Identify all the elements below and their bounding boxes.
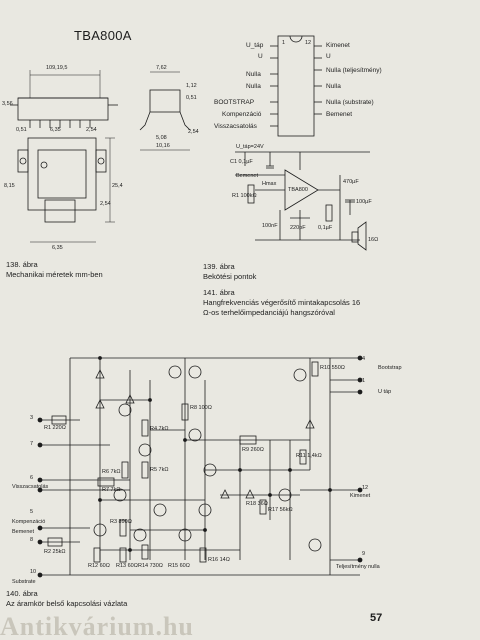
resistor-label: R3 890Ω [110,519,132,525]
resistor-label: R4 7kΩ [150,426,169,432]
circuit-label: C1 0,1µF [230,159,253,165]
pin-label-right: Nulla [326,83,341,90]
dim-label: 25,4 [112,183,123,189]
caption-text: Az áramkör belső kapcsolási vázlata [6,599,128,608]
pin-label-right: U [326,53,331,60]
pin-number: 1 [282,40,286,46]
pin-number: 3 [30,415,34,421]
caption-title: 140. ábra [6,589,38,598]
circuit-label: 470µF [343,179,359,185]
pin-label-left: Visszacsatolás [214,123,257,130]
resistor-label: R1 220Ω [44,425,66,431]
chip-title: TBA800A [74,28,132,43]
pin-number: 7 [30,441,34,447]
dim-label: 0,51 [16,127,27,133]
pin-number: 12 [362,485,369,491]
circuit-label: 0,1µF [318,225,333,231]
schematic-label: Teljesítmény nulla [336,564,380,570]
pin-label-left: Nulla [246,83,261,90]
dim-label: 2,54 [100,201,111,207]
dim-label: 6,35 [50,127,61,133]
circuit-label: 100µF [356,199,372,205]
dim-label: 8,15 [4,183,15,189]
circuit-label: 100nF [262,223,278,229]
caption-text: Ω-os terhelőimpedanciájú hangszóróval [203,308,335,317]
resistor-label: R18 36Ω [246,501,268,507]
pin-number: 12 [305,40,312,46]
resistor-label: R12 60Ω [88,563,110,569]
pin-number: 8 [30,537,34,543]
pin-label-left: BOOTSTRAP [214,99,255,106]
pin-label-left: U [258,53,263,60]
dim-label: 0,51 [186,95,197,101]
resistor-label: R7 7kΩ [102,487,121,493]
resistor-label: R14 730Ω [138,563,163,569]
dim-label: 1,12 [186,83,197,89]
schematic-label: Kimenet [350,493,371,499]
resistor-label: R8 100Ω [190,405,212,411]
resistor-label: R5 7kΩ [150,467,169,473]
resistor-label: R11 1,4kΩ [296,453,322,459]
page-number: 57 [370,612,383,624]
resistor-label: R9 260Ω [242,447,264,453]
pin-label-left: U_táp [246,42,264,49]
pin-number: 9 [362,551,366,557]
pin-label-right: Bemenet [326,111,353,118]
resistor-label: R16 14Ω [208,557,230,563]
resistor-label: R6 7kΩ [102,469,121,475]
dim-label: 6,35 [52,245,63,251]
resistor-label: R17 56kΩ [268,507,293,513]
dim-label: 2,54 [188,129,199,135]
resistor-label: R2 25kΩ [44,549,66,555]
caption-text: Bekötési pontok [203,272,257,281]
pin-number: 1 [362,378,366,384]
caption-title: 139. ábra [203,262,235,271]
pin-label-right: Nulla (teljesítmény) [326,67,382,74]
dim-label: 109,19,5 [46,65,68,71]
schematic-label: Visszacsatolás [12,484,49,490]
pin-label-right: Kimenet [326,42,350,49]
dim-label: 7,62 [156,65,167,71]
caption-title: 141. ábra [203,288,235,297]
pin-label-left: Nulla [246,71,261,78]
dim-label: 3,56 [2,101,13,107]
circuit-label: 16Ω [368,237,379,243]
caption-title: 138. ábra [6,260,38,269]
schematic-label: U táp [378,389,392,395]
resistor-label: R15 60Ω [168,563,190,569]
schematic-label: Bemenet [12,529,35,535]
circuit-label: 220pF [290,225,306,231]
caption-text: Hangfrekvenciás végerősítő mintakapcsolá… [203,298,361,307]
pin-label-left: Kompenzáció [222,111,262,118]
dim-label: 2,54 [86,127,97,133]
pin-number: 10 [30,569,37,575]
dim-label: 5,08 [156,135,167,141]
pin-label-right: Nulla (substrate) [326,99,374,106]
circuit-label: U_táp=24V [236,144,264,150]
schematic-label: Kompenzáció [12,519,46,525]
pin-number: 4 [362,356,366,362]
circuit-label: Hmax [262,181,277,187]
resistor-label: R13 60Ω [116,563,138,569]
schematic-label: Substrate [12,579,36,585]
circuit-label: R1 100kΩ [232,193,257,199]
dim-label: 10,16 [156,143,170,149]
pin-number: 6 [30,475,34,481]
resistor-label: R10 550Ω [320,365,345,371]
pin-number: 5 [30,509,34,515]
circuit-label: TBA800 [288,187,308,193]
watermark: Antikvárium.hu [0,612,194,640]
schematic-label: Bootstrap [378,365,402,371]
circuit-label: Bemenet [236,173,259,179]
caption-text: Mechanikai méretek mm-ben [6,270,103,279]
